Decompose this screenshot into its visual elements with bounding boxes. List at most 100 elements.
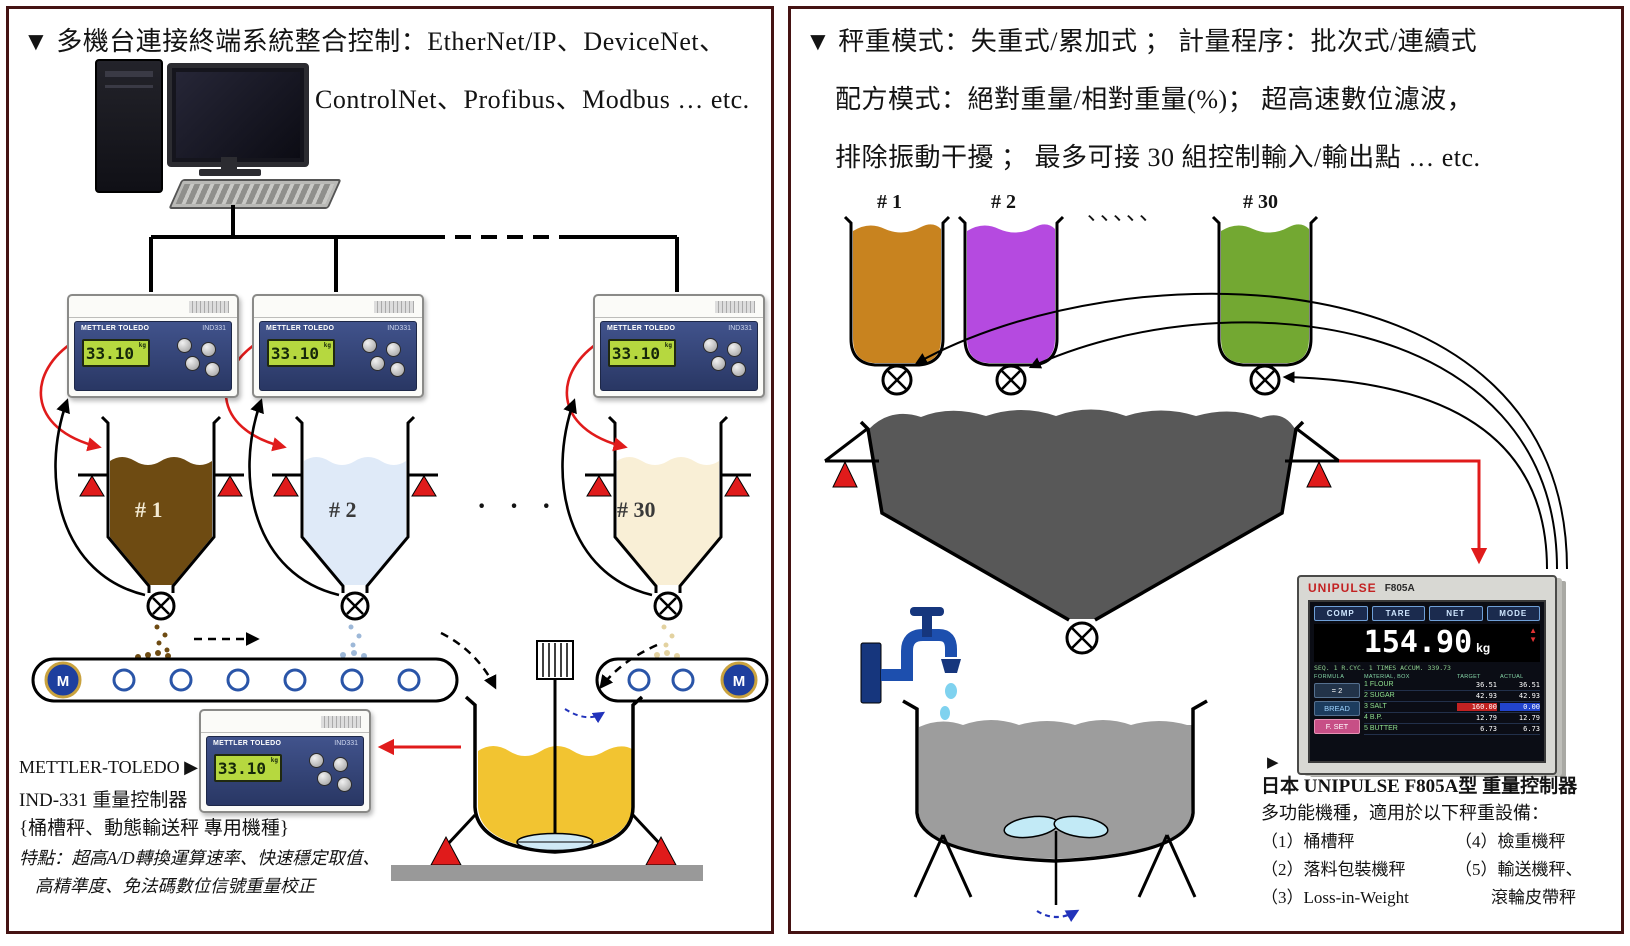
load-cell-icon	[79, 475, 105, 497]
caption-feature1: 特點：超高A/D轉換運算速率、快速穩定取值、	[19, 848, 380, 868]
material-hopper-30	[1211, 215, 1319, 396]
hopper-2-material	[304, 457, 406, 585]
conveyor-belt-right: M	[595, 657, 769, 703]
material-30	[1221, 224, 1309, 363]
ellipsis-dots: · · ·	[477, 491, 560, 522]
monitor-stand	[221, 157, 237, 169]
fset-button: F. SET	[1314, 719, 1360, 734]
right-panel: ▼ 秤重模式：失重式/累加式 ； 計量程序：批次式/連續式 配方模式：絕對重量/…	[788, 6, 1624, 934]
caption-item-1: （1）桶槽秤	[1261, 832, 1355, 851]
hopper-1	[78, 415, 244, 660]
control-lines	[914, 292, 1568, 570]
load-cell-icon	[1306, 460, 1332, 488]
material-30-label: # 30	[1243, 191, 1278, 213]
lcd-value: 33.10	[270, 344, 319, 363]
caption-item-5: （5）輸送機秤、	[1455, 860, 1583, 879]
controller-model: IND331	[202, 325, 226, 332]
controller-model: IND331	[334, 740, 358, 747]
ellipsis-dots: 、、、、、	[1087, 200, 1164, 225]
controller-lcd: 33.10 kg	[267, 339, 335, 367]
status-line: SEQ. 1 R.CYC. 1 TIMES ACCUM. 339.73	[1314, 664, 1451, 672]
material-hopper-2	[957, 215, 1065, 396]
tare-button: TARE	[1371, 606, 1425, 621]
mixing-tank	[902, 699, 1208, 922]
mixer-tank	[391, 640, 703, 881]
weight-display: 154.90 kg ▲▼	[1314, 624, 1540, 662]
load-cell-icon	[217, 475, 243, 497]
rotation-arrow	[564, 708, 606, 724]
unipulse-controller: UNIPULSE F805A COMP TARE NET MODE 154.90…	[1297, 575, 1557, 775]
lcd-unit: kg	[138, 342, 146, 349]
hopper-30-material	[617, 457, 719, 585]
flow-arrows	[194, 631, 658, 690]
controller-model: IND331	[387, 325, 411, 332]
device-header: UNIPULSE F805A	[1299, 577, 1555, 599]
controller-front-panel: METTLER TOLEDO IND331 33.10 kg	[259, 321, 417, 391]
device-brand: UNIPULSE	[1308, 581, 1377, 595]
limit-indicators: ▲▼	[1529, 626, 1537, 644]
computer-tower	[95, 59, 163, 193]
caption-subtitle: 多功能機種，適用於以下秤重設備：	[1261, 803, 1549, 823]
lcd-unit: kg	[270, 757, 278, 764]
hopper-2	[272, 415, 438, 659]
controller-brand: METTLER TOLEDO	[213, 740, 282, 747]
load-cell-icon	[832, 460, 858, 488]
formula-name: BREAD	[1314, 701, 1360, 716]
load-cell-icon	[645, 835, 677, 866]
paddle-icon	[1053, 815, 1109, 839]
caption-model: IND-331 重量控制器	[19, 790, 188, 811]
material-2-label: # 2	[991, 191, 1016, 213]
weigh-hopper	[824, 409, 1340, 655]
load-cell-icon	[724, 475, 750, 497]
controller-lcd: 33.10 kg	[608, 339, 676, 367]
col-actual: ACTUAL	[1500, 674, 1524, 680]
formula-number: = 2	[1314, 683, 1360, 698]
mode-button: MODE	[1486, 606, 1540, 621]
controller-brand: METTLER TOLEDO	[81, 325, 150, 332]
hopper-1-label: # 1	[135, 497, 163, 522]
hopper-30	[585, 415, 751, 659]
net-button: NET	[1429, 606, 1483, 621]
controller-front-panel: METTLER TOLEDO IND331 33.10 kg	[206, 736, 364, 806]
formula-table: FORMULA = 2 BREAD F. SET MATERIAL, BOX T…	[1314, 674, 1540, 735]
caption-pointer: ▶	[1267, 755, 1279, 771]
lcd-unit: kg	[323, 342, 331, 349]
caption-item-4: （4）檢重機秤	[1455, 832, 1566, 851]
caption-brand: METTLER-TOLEDO ▶	[19, 757, 198, 777]
table-header-row: MATERIAL, BOX TARGET ACTUAL	[1364, 674, 1540, 680]
caption-feature2: 高精準度、免法碼數位信號重量校正	[35, 876, 315, 896]
water-drop-icon	[940, 706, 950, 720]
formula-column: FORMULA = 2 BREAD F. SET	[1314, 674, 1360, 735]
load-cell-icon	[273, 475, 299, 497]
hopper-30-label: # 30	[617, 497, 656, 522]
device-button-row: COMP TARE NET MODE	[1314, 606, 1540, 621]
signal-arrows	[39, 339, 653, 597]
lcd-value: 33.10	[611, 344, 660, 363]
material-hopper-1	[843, 215, 951, 396]
caption-item-6: 滾輪皮帶秤	[1491, 888, 1576, 907]
controller-brand: METTLER TOLEDO	[607, 325, 676, 332]
load-cell-icon	[411, 475, 437, 497]
motor-icon	[720, 661, 758, 699]
caption-item-3: （3）Loss-in-Weight	[1261, 888, 1409, 907]
hopper-1-material	[110, 457, 212, 585]
motor-icon	[44, 661, 82, 699]
lcd-value: 33.10	[217, 759, 266, 778]
lcd-unit: kg	[664, 342, 672, 349]
device-screen: COMP TARE NET MODE 154.90 kg ▲▼ SEQ. 1 R…	[1308, 600, 1546, 763]
motor-label: M	[733, 673, 746, 690]
faucet-icon	[860, 607, 961, 720]
caption-type: {桶槽秤、動態輸送秤 專用機種}	[19, 818, 289, 839]
right-header-line3: 排除振動干擾 ； 最多可接 30 組控制輸入/輸出點 … etc.	[835, 143, 1481, 172]
controller-brand: METTLER TOLEDO	[266, 325, 335, 332]
weigh-hopper-material	[869, 409, 1295, 619]
weight-value: 154.90	[1363, 625, 1473, 660]
